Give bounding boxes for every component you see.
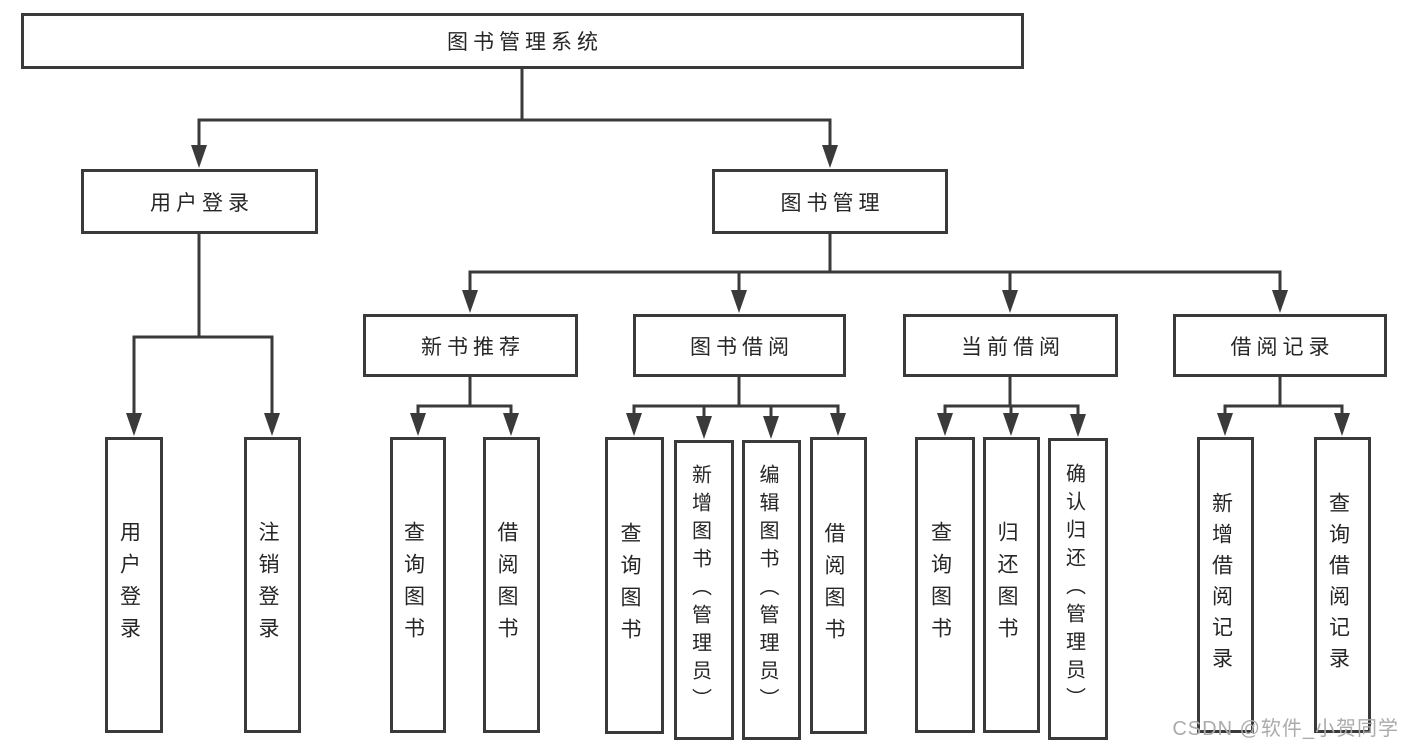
leaf-label: 借阅图书 — [822, 521, 845, 650]
leaf-label: 借阅图书 — [495, 521, 518, 649]
leaf-label: 新增图书（管理员） — [688, 464, 711, 716]
node-book-borrowing: 图书借阅 — [633, 314, 846, 377]
leaf-label: 查询图书 — [401, 521, 425, 649]
leaf-label: 用户登录 — [117, 521, 141, 649]
leaf-confirm-return-admin: 确认归还（管理员） — [1048, 438, 1108, 740]
leaf-label: 编辑图书（管理员） — [756, 464, 778, 716]
leaf-query-books-borrowing: 查询图书 — [605, 437, 664, 734]
leaf-add-book-admin: 新增图书（管理员） — [674, 440, 734, 740]
leaf-label: 确认归还（管理员） — [1062, 463, 1085, 715]
node-label: 图书管理 — [780, 191, 885, 215]
node-borrowing-records: 借阅记录 — [1173, 314, 1387, 377]
leaf-edit-book-admin: 编辑图书（管理员） — [742, 440, 801, 740]
leaf-label: 查询图书 — [618, 521, 641, 650]
watermark: CSDN @软件_小贺同学 — [1172, 718, 1399, 740]
leaf-query-books-recommend: 查询图书 — [390, 437, 446, 733]
node-root: 图书管理系统 — [21, 13, 1024, 69]
leaf-label: 归还图书 — [995, 521, 1018, 649]
node-label: 图书管理系统 — [447, 31, 603, 54]
node-new-book-recommend: 新书推荐 — [363, 314, 578, 377]
leaf-borrow-books-recommend: 借阅图书 — [483, 437, 540, 733]
leaf-label: 查询图书 — [928, 521, 952, 649]
arrowheads — [126, 145, 1350, 439]
node-book-management: 图书管理 — [712, 169, 948, 234]
node-current-borrowing: 当前借阅 — [903, 314, 1118, 377]
leaf-query-borrow-record: 查询借阅记录 — [1314, 437, 1371, 733]
leaf-label: 新增借阅记录 — [1209, 492, 1233, 678]
node-user-login: 用户登录 — [81, 169, 318, 234]
node-label: 新书推荐 — [421, 335, 525, 359]
leaf-label: 注销登录 — [256, 521, 279, 649]
node-label: 用户登录 — [150, 191, 254, 215]
leaf-return-book: 归还图书 — [983, 437, 1040, 733]
leaf-user-login: 用户登录 — [105, 437, 163, 733]
leaf-borrow-books-borrowing: 借阅图书 — [810, 437, 867, 734]
node-label: 图书借阅 — [690, 335, 794, 359]
node-label: 当前借阅 — [961, 335, 1065, 359]
node-label: 借阅记录 — [1230, 335, 1335, 359]
leaf-query-books-current: 查询图书 — [915, 437, 975, 733]
leaf-logout: 注销登录 — [244, 437, 301, 733]
leaf-add-borrow-record: 新增借阅记录 — [1197, 437, 1254, 733]
leaf-label: 查询借阅记录 — [1326, 492, 1350, 678]
